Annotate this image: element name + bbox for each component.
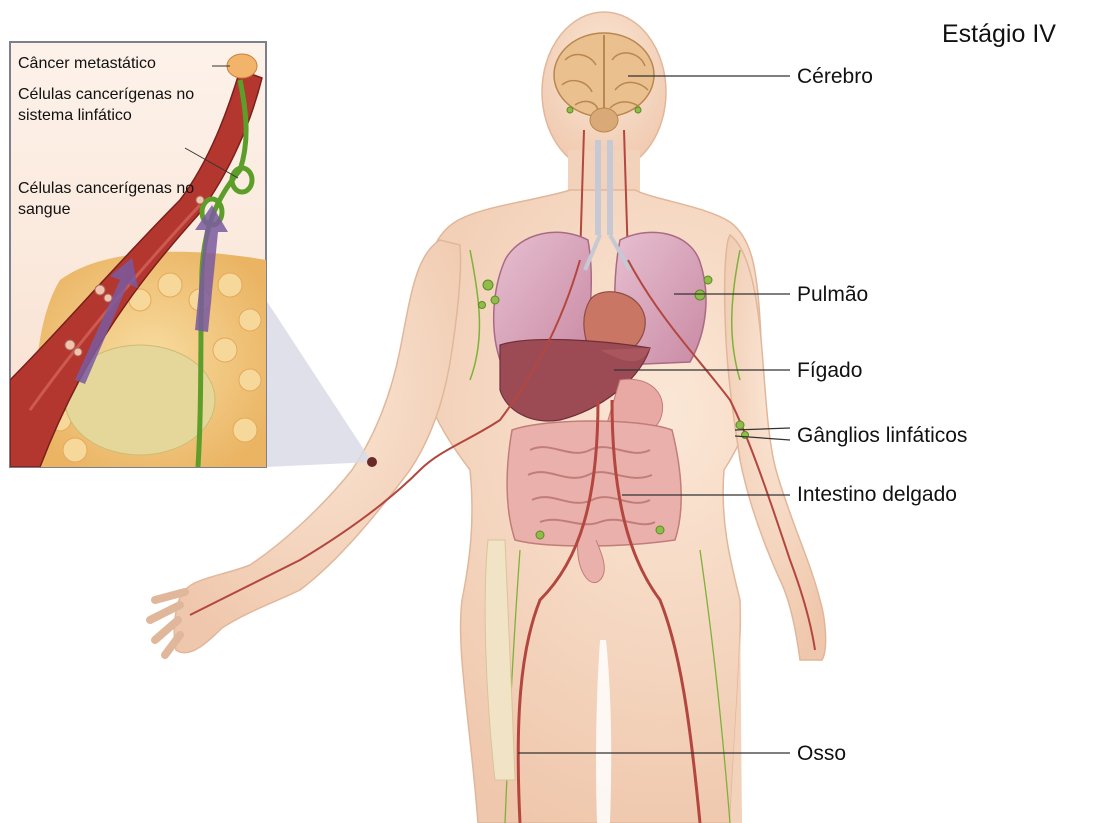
- organs: [494, 33, 706, 583]
- stage-title: Estágio IV: [942, 20, 1056, 49]
- label-liver: Fígado: [797, 360, 862, 381]
- label-lymph-nodes: Gânglios linfáticos: [797, 425, 967, 446]
- inset-label-lymph-cells: Células cancerígenas no sistema linfátic…: [18, 84, 208, 126]
- label-brain: Cérebro: [797, 66, 873, 87]
- label-bone: Osso: [797, 743, 846, 764]
- label-small-intestine: Intestino delgado: [797, 484, 957, 505]
- label-lung: Pulmão: [797, 284, 868, 305]
- inset-label-blood-cells: Células cancerígenas no sangue: [18, 178, 208, 220]
- inset-label-metastatic: Câncer metastático: [18, 53, 156, 74]
- inset-callout-cone: [266, 300, 372, 467]
- tumor-spot: [367, 457, 377, 467]
